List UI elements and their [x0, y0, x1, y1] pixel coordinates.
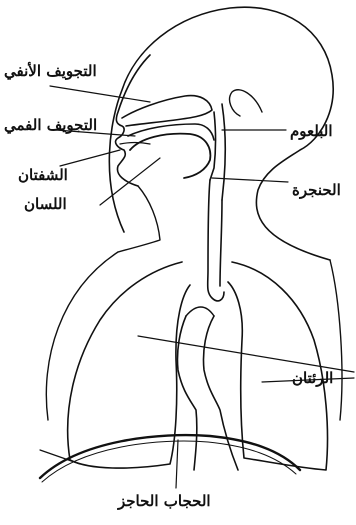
label-oral-cavity: التجويف الفمي	[4, 118, 97, 133]
lung-left	[68, 262, 190, 468]
trachea-right	[220, 200, 222, 286]
mouth-line	[120, 143, 150, 145]
face-profile	[116, 55, 150, 186]
label-pharynx: البلعوم	[290, 124, 333, 139]
label-nasal-cavity: التجويف الأنفي	[4, 64, 97, 79]
leader-lips	[60, 150, 120, 166]
neck-left	[118, 186, 160, 252]
label-larynx: الحنجرة	[292, 183, 341, 198]
bronchus-left	[177, 316, 196, 470]
pharynx-right-wall	[222, 104, 225, 200]
ear-outline	[230, 90, 262, 116]
label-lips: الشفتان	[18, 168, 68, 183]
leader-diaphragm-a	[176, 440, 178, 488]
lung-right	[228, 262, 328, 470]
label-tongue: اللسان	[24, 197, 67, 212]
label-diaphragm: الحجاب الحاجز	[118, 494, 211, 509]
pharynx-left-wall	[210, 112, 216, 180]
label-lungs: الرئتان	[292, 371, 333, 386]
leader-lungs-a	[138, 336, 354, 372]
bronchus-right	[203, 316, 238, 470]
leader-nasal	[50, 86, 150, 102]
bronchus-junction	[186, 307, 214, 316]
diaphragm-shade	[42, 441, 296, 482]
